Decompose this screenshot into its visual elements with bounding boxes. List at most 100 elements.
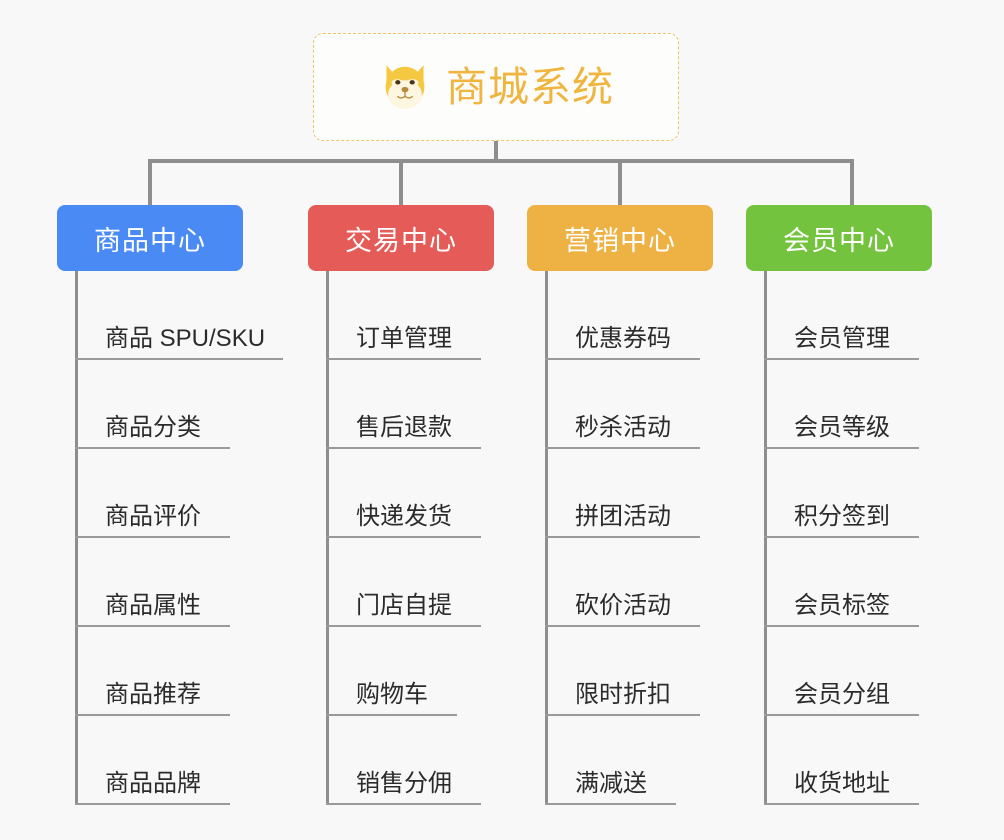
leaf-item-rule: [545, 714, 700, 716]
category-items-trade-center: 订单管理售后退款快递发货门店自提购物车销售分佣: [308, 271, 494, 805]
leaf-item[interactable]: 商品评价: [57, 449, 295, 538]
leaf-item-label: 订单管理: [356, 325, 452, 352]
category-column-product-center: 商品中心商品 SPU/SKU 商品分类商品评价商品属性商品推荐商品品牌: [57, 205, 295, 805]
leaf-item-rule: [326, 358, 481, 360]
leaf-item-label: 优惠券码: [575, 325, 671, 352]
leaf-item-rule: [545, 358, 700, 360]
leaf-item-rule: [764, 625, 919, 627]
leaf-item[interactable]: 商品品牌: [57, 716, 295, 805]
leaf-item-label: 拼团活动: [575, 503, 671, 530]
leaf-item-label: 商品品牌: [105, 770, 201, 797]
connector-root-stem: [494, 141, 498, 163]
leaf-item-rule: [764, 536, 919, 538]
leaf-item-label: 收货地址: [794, 770, 890, 797]
category-items-member-center: 会员管理会员等级积分签到会员标签会员分组收货地址: [746, 271, 932, 805]
category-label: 商品中心: [94, 225, 206, 256]
leaf-item[interactable]: 秒杀活动: [527, 360, 713, 449]
leaf-item[interactable]: 会员标签: [746, 538, 932, 627]
leaf-item[interactable]: 商品分类: [57, 360, 295, 449]
leaf-item-rule: [545, 803, 676, 805]
connector-spine: [75, 271, 78, 805]
leaf-item-label: 会员标签: [794, 592, 890, 619]
leaf-item-label: 会员管理: [794, 325, 890, 352]
leaf-item-rule: [326, 447, 481, 449]
leaf-item[interactable]: 限时折扣: [527, 627, 713, 716]
leaf-item[interactable]: 购物车: [308, 627, 494, 716]
leaf-item-label: 商品分类: [105, 414, 201, 441]
leaf-item-label: 商品推荐: [105, 681, 201, 708]
leaf-item-rule: [764, 714, 919, 716]
category-column-member-center: 会员中心会员管理会员等级积分签到会员标签会员分组收货地址: [746, 205, 932, 805]
connector-horizontal-bus: [148, 159, 854, 163]
leaf-item-label: 砍价活动: [575, 592, 671, 619]
leaf-item[interactable]: 商品 SPU/SKU: [57, 271, 295, 360]
leaf-item-rule: [764, 358, 919, 360]
root-node[interactable]: 商城系统: [313, 33, 679, 141]
category-column-trade-center: 交易中心订单管理售后退款快递发货门店自提购物车销售分佣: [308, 205, 494, 805]
leaf-item[interactable]: 砍价活动: [527, 538, 713, 627]
leaf-item-label: 秒杀活动: [575, 414, 671, 441]
category-label: 会员中心: [783, 225, 895, 256]
leaf-item-label: 积分签到: [794, 503, 890, 530]
leaf-item[interactable]: 会员分组: [746, 627, 932, 716]
category-items-marketing-center: 优惠券码秒杀活动拼团活动砍价活动限时折扣满减送: [527, 271, 713, 805]
leaf-item[interactable]: 门店自提: [308, 538, 494, 627]
root-title: 商城系统: [446, 63, 614, 110]
leaf-item[interactable]: 售后退款: [308, 360, 494, 449]
shiba-dog-icon: [385, 65, 425, 109]
connector-drop-3: [618, 159, 622, 207]
leaf-item-label: 销售分佣: [356, 770, 452, 797]
leaf-item[interactable]: 满减送: [527, 716, 713, 805]
leaf-item-label: 商品属性: [105, 592, 201, 619]
leaf-item-label: 售后退款: [356, 414, 452, 441]
category-header-trade-center[interactable]: 交易中心: [308, 205, 494, 271]
leaf-item[interactable]: 优惠券码: [527, 271, 713, 360]
leaf-item-label: 门店自提: [356, 592, 452, 619]
leaf-item[interactable]: 商品属性: [57, 538, 295, 627]
connector-spine: [326, 271, 329, 805]
leaf-item-rule: [545, 625, 700, 627]
leaf-item-label: 购物车: [356, 681, 428, 708]
leaf-item-label: 商品 SPU/SKU: [105, 325, 266, 352]
connector-spine: [764, 271, 767, 805]
leaf-item-label: 会员分组: [794, 681, 890, 708]
leaf-item-label: 快递发货: [356, 503, 452, 530]
leaf-item[interactable]: 积分签到: [746, 449, 932, 538]
category-column-marketing-center: 营销中心优惠券码秒杀活动拼团活动砍价活动限时折扣满减送: [527, 205, 713, 805]
connector-spine: [545, 271, 548, 805]
leaf-item[interactable]: 收货地址: [746, 716, 932, 805]
leaf-item-rule: [75, 447, 230, 449]
category-label: 交易中心: [345, 225, 457, 256]
leaf-item-rule: [75, 625, 230, 627]
leaf-item-rule: [545, 536, 700, 538]
leaf-item-label: 商品评价: [105, 503, 201, 530]
connector-drop-1: [148, 159, 152, 207]
category-header-member-center[interactable]: 会员中心: [746, 205, 932, 271]
leaf-item[interactable]: 快递发货: [308, 449, 494, 538]
leaf-item[interactable]: 会员等级: [746, 360, 932, 449]
leaf-item-rule: [326, 625, 481, 627]
leaf-item-rule: [326, 803, 481, 805]
leaf-item[interactable]: 拼团活动: [527, 449, 713, 538]
leaf-item-rule: [326, 536, 481, 538]
leaf-item-rule: [764, 803, 919, 805]
leaf-item-rule: [75, 536, 230, 538]
leaf-item[interactable]: 销售分佣: [308, 716, 494, 805]
connector-drop-2: [399, 159, 403, 207]
category-header-marketing-center[interactable]: 营销中心: [527, 205, 713, 271]
leaf-item[interactable]: 会员管理: [746, 271, 932, 360]
leaf-item-rule: [326, 714, 457, 716]
leaf-item-rule: [545, 447, 700, 449]
category-header-product-center[interactable]: 商品中心: [57, 205, 243, 271]
leaf-item-rule: [75, 714, 230, 716]
leaf-item-rule: [75, 803, 230, 805]
leaf-item-label: 限时折扣: [575, 681, 671, 708]
leaf-item-rule: [75, 358, 283, 360]
leaf-item[interactable]: 订单管理: [308, 271, 494, 360]
leaf-item-rule: [764, 447, 919, 449]
leaf-item[interactable]: 商品推荐: [57, 627, 295, 716]
category-label: 营销中心: [564, 225, 676, 256]
connector-drop-4: [850, 159, 854, 207]
category-items-product-center: 商品 SPU/SKU 商品分类商品评价商品属性商品推荐商品品牌: [57, 271, 295, 805]
